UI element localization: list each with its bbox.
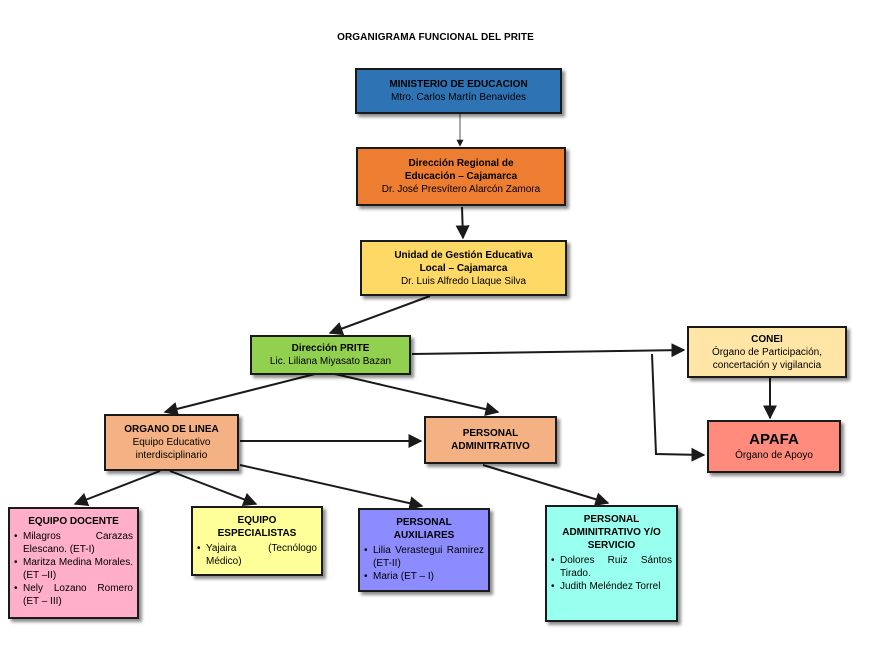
node-docente-members: Milagros Carazas Elescano. (ET-I) Maritz… [14, 530, 133, 608]
node-ugel: Unidad de Gestión Educativa Local – Caja… [360, 240, 567, 296]
node-regional-subtitle: Dr. José Presvítero Alarcón Zamora [381, 184, 541, 195]
node-auxiliares-title-2: AUXILIARES [393, 530, 455, 541]
node-personal-admin-servicio: PERSONAL ADMINITRATIVO Y/O SERVICIO Dolo… [545, 505, 678, 622]
arrow-prite-to-personal-admin [334, 373, 500, 416]
node-apafa-subtitle: Órgano de Apoyo [735, 450, 813, 461]
arrow-prite-to-conei [411, 343, 686, 358]
node-direccion-prite: Dirección PRITE Lic. Liliana Miyasato Ba… [250, 335, 411, 375]
arrow-prite-to-organo-linea [163, 373, 316, 416]
node-servicio-title-3: SERVICIO [587, 540, 636, 551]
node-apafa: APAFA Órgano de Apoyo [707, 420, 841, 473]
arrow-ugel-to-prite [328, 295, 431, 336]
node-direccion-regional: Dirección Regional de Educación – Cajama… [356, 147, 566, 206]
node-ministerio-subtitle: Mtro. Carlos Martín Benavides [390, 92, 527, 103]
node-conei-title: CONEI [751, 333, 783, 345]
arrow-organo-linea-to-especialistas [169, 470, 258, 507]
node-regional-title-1: Dirección Regional de [408, 158, 514, 169]
node-equipo-docente: EQUIPO DOCENTE Milagros Carazas Elescano… [8, 507, 139, 619]
node-especialistas-title-2: ESPECIALISTAS [217, 528, 297, 539]
node-conei-subtitle-1: Órgano de Participación, [711, 346, 823, 358]
node-personal-administrativo: PERSONAL ADMINITRATIVO [424, 416, 557, 464]
node-personal-auxiliares: PERSONAL AUXILIARES Lilia Verastegui Ram… [358, 508, 490, 592]
node-equipo-especialistas: EQUIPO ESPECIALISTAS Yajaira (Tecnólogo … [191, 506, 323, 576]
list-item: Milagros Carazas Elescano. (ET-I) [14, 530, 133, 556]
node-organo-linea-subtitle-2: interdisciplinario [135, 450, 208, 461]
node-ugel-subtitle: Dr. Luis Alfredo Llaque Silva [400, 275, 527, 287]
node-especialistas-title-1: EQUIPO [237, 515, 277, 526]
node-ugel-title-1: Unidad de Gestión Educativa [394, 249, 533, 261]
node-prite-title: Dirección PRITE [291, 343, 370, 354]
list-item: Dolores Ruiz Sántos Tirado. [551, 554, 672, 580]
node-servicio-title-1: PERSONAL [583, 514, 640, 525]
node-apafa-title: APAFA [749, 431, 799, 448]
node-servicio-members: Dolores Ruiz Sántos Tirado. Judith Melén… [551, 554, 672, 593]
list-item: Nely Lozano Romero (ET – III) [14, 582, 133, 608]
node-docente-title: EQUIPO DOCENTE [28, 516, 119, 527]
node-ministerio-title: MINISTERIO DE EDUCACION [389, 79, 528, 90]
arrow-organo-linea-to-auxiliares [239, 464, 424, 511]
node-especialistas-members: Yajaira (Tecnólogo Médico) [197, 542, 317, 568]
node-auxiliares-members: Lilia Verastegui Ramirez (ET-II) Maria (… [364, 544, 484, 583]
list-item: Lilia Verastegui Ramirez (ET-II) [364, 544, 484, 570]
node-organo-linea-subtitle-1: Equipo Educativo [132, 437, 211, 448]
node-auxiliares-title-1: PERSONAL [396, 517, 452, 528]
node-conei: CONEI Órgano de Participación, concertac… [687, 326, 847, 378]
list-item: Yajaira (Tecnólogo Médico) [197, 542, 317, 568]
arrow-personal-admin-to-servicio [482, 464, 610, 507]
node-servicio-title-2: ADMINITRATIVO Y/O [562, 527, 661, 538]
node-personal-admin-title-1: PERSONAL [462, 428, 519, 439]
list-item: Maria (ET – I) [364, 570, 484, 583]
node-prite-subtitle: Lic. Liliana Miyasato Bazan [269, 356, 392, 367]
node-organo-linea: ORGANO DE LINEA Equipo Educativo interdi… [104, 414, 239, 471]
node-regional-title-2: Educación – Cajamarca [404, 171, 518, 182]
node-personal-admin-title-2: ADMINITRATIVO [451, 441, 530, 452]
node-conei-subtitle-2: concertación y vigilancia [712, 359, 822, 371]
list-item: Judith Meléndez Torrel [551, 580, 672, 593]
node-organo-linea-title: ORGANO DE LINEA [124, 424, 219, 435]
node-ministerio: MINISTERIO DE EDUCACION Mtro. Carlos Mar… [355, 68, 562, 114]
page-title: ORGANIGRAMA FUNCIONAL DEL PRITE [337, 32, 534, 43]
node-ugel-title-2: Local – Cajamarca [419, 262, 508, 274]
list-item: Maritza Medina Morales. (ET –II) [14, 556, 133, 582]
arrow-regional-to-ugel [455, 206, 470, 240]
arrow-prite-to-apafa [651, 353, 706, 462]
arrow-organo-linea-to-docente [73, 470, 161, 506]
